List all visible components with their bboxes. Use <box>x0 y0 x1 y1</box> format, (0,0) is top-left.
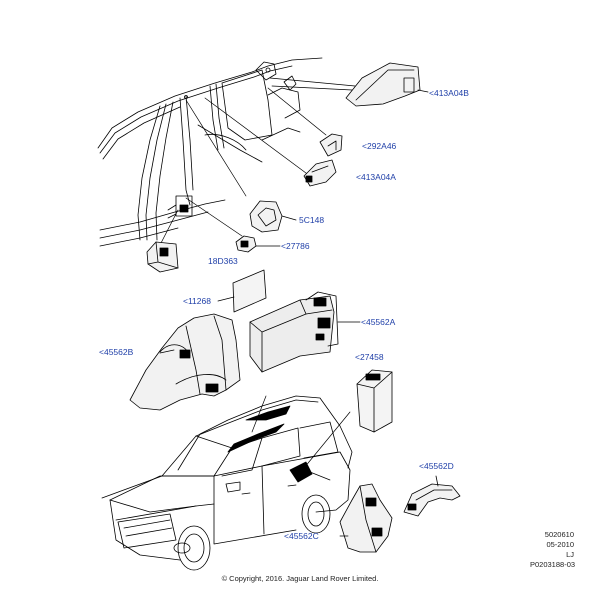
callout-45562c[interactable]: <45562C <box>284 531 319 541</box>
callout-45562d[interactable]: <45562D <box>419 461 454 471</box>
callout-11268[interactable]: <11268 <box>183 296 211 306</box>
callout-45562a[interactable]: <45562A <box>361 317 396 327</box>
reference-date: 05-2010 <box>546 540 574 549</box>
part-11268-pad <box>217 269 267 313</box>
leader-lines-top <box>159 77 356 246</box>
part-413a04b-trim-panel <box>345 62 429 107</box>
copyright-notice: © Copyright, 2016. Jaguar Land Rover Lim… <box>221 574 379 583</box>
reference-code: LJ <box>566 550 574 559</box>
reference-number: 5020610 <box>544 530 574 539</box>
callout-292a46[interactable]: <292A46 <box>362 141 397 151</box>
callout-27458[interactable]: <27458 <box>355 352 384 362</box>
body-shell-rear-quarter <box>97 57 323 247</box>
reference-illustration-id: P0203188-03 <box>530 560 576 569</box>
part-5c148-bracket <box>249 200 297 233</box>
part-27458-absorber <box>356 369 393 433</box>
callout-27786[interactable]: <27786 <box>281 241 310 251</box>
part-292a46-clip <box>319 133 343 157</box>
part-45562d-liner <box>403 475 461 517</box>
callout-413a04a[interactable]: <413A04A <box>356 172 396 182</box>
callout-5c148[interactable]: 5C148 <box>299 215 325 225</box>
callout-18d363[interactable]: 18D363 <box>208 256 238 266</box>
callout-45562b[interactable]: <45562B <box>99 347 134 357</box>
part-27786-fastener <box>235 235 281 253</box>
part-18d363-module <box>146 241 179 273</box>
vehicle-outline <box>101 395 353 571</box>
part-45562a-trim-panel <box>249 291 361 373</box>
part-45562c-liner <box>339 483 393 553</box>
part-45562b-arch-liner <box>129 313 241 411</box>
callout-413a04b[interactable]: <413A04B <box>429 88 469 98</box>
reference-block: 5020610 05-2010 LJ P0203188-03 <box>530 530 576 570</box>
part-413a04a-trim <box>303 159 337 187</box>
